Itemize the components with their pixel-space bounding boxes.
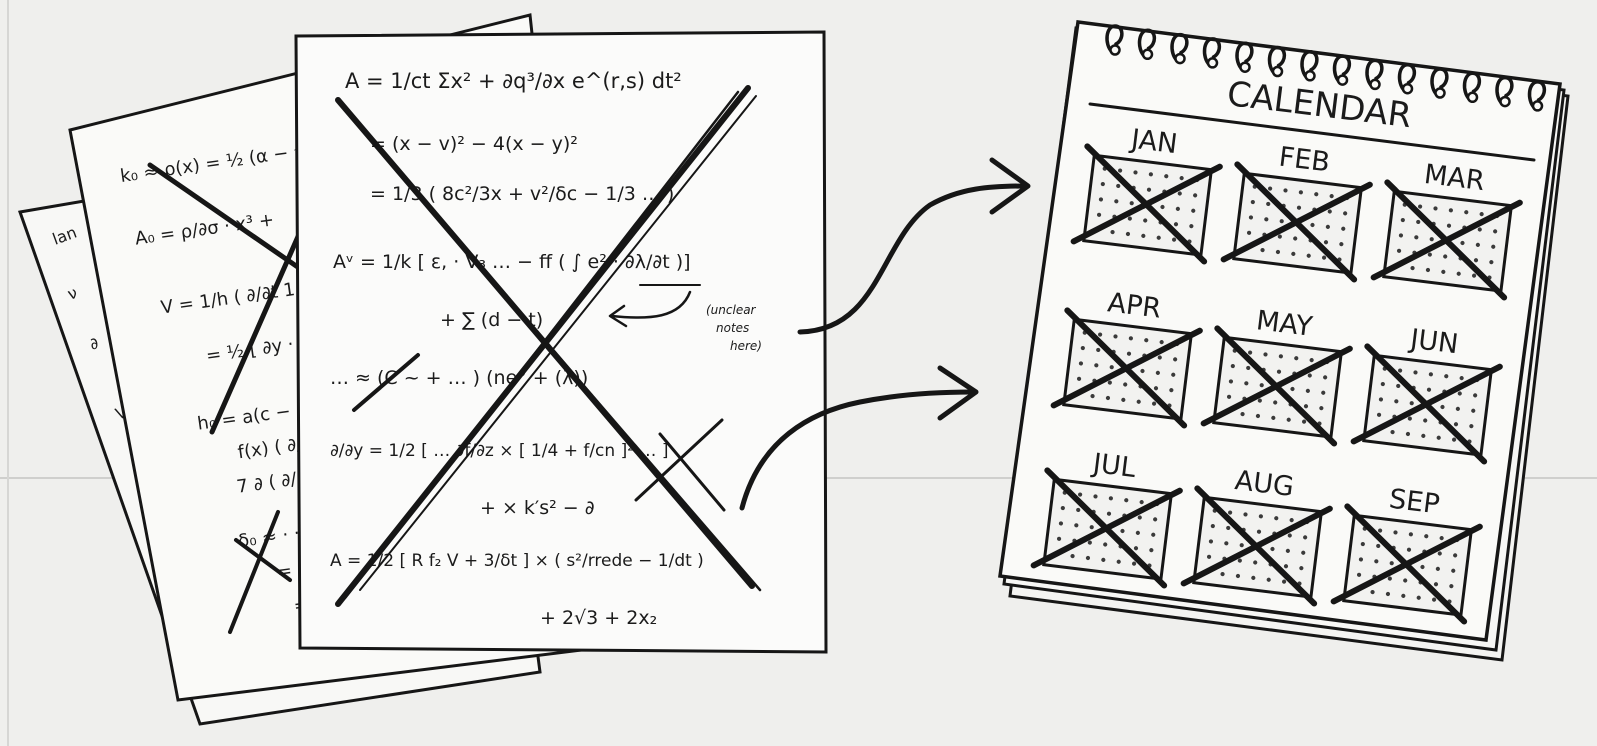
spiral-ring [1495, 75, 1514, 108]
annotation-pointer-arrow [610, 290, 692, 319]
month-cell-apr: APR [1050, 287, 1203, 429]
spiral-ring [1202, 37, 1222, 69]
calendar-month-grid: JAN FEB MAR APR MAY JUN JUL AUG SEP [1030, 124, 1523, 625]
spiral-ring [1462, 71, 1482, 104]
spiral-ring [1332, 54, 1352, 86]
equation-line-3: = 1/3 ( 8c²/3x + v²/δc − 1/3 … ) [370, 183, 674, 205]
spiral-ring [1137, 28, 1157, 61]
month-label: APR [1106, 287, 1163, 324]
spiral-ring [1397, 62, 1417, 95]
spiral-ring [1365, 58, 1384, 91]
month-cell-jan: JAN [1070, 124, 1223, 265]
arrow-upper [797, 157, 1031, 335]
month-label: MAR [1422, 159, 1486, 197]
paper-stack: lan ν ∂ V k₀ ≈ ρ(x) = ½ (α − √ A₀ = ρ/∂σ… [17, 13, 828, 726]
month-cross-mark [1220, 181, 1373, 263]
equation-line-7: ∂/∂y = 1/2 [ … ∂f/∂z × [ 1/4 + f/cn ]² …… [330, 441, 668, 461]
transition-arrows [739, 157, 1031, 511]
equation-line-6: … ≈ (C ~ + … ) (ne° + (λ)) [330, 367, 588, 389]
month-cross-mark [1180, 505, 1333, 587]
month-cell-sep: SEP [1330, 484, 1483, 625]
svg-text:(unclear: (unclear [706, 303, 757, 317]
equation-line-2: = (x − v)² − 4(x − y)² [370, 133, 578, 155]
month-cross-mark [1030, 487, 1183, 569]
svg-text:notes: notes [716, 321, 749, 335]
paper-big-cross [335, 85, 762, 607]
spiral-ring [1300, 50, 1319, 82]
equation-line-8: + × k′s² − ∂ [480, 497, 595, 519]
svg-text:here): here) [730, 339, 762, 353]
spiral-ring [1527, 80, 1547, 112]
month-label: MAY [1255, 305, 1315, 343]
month-cell-feb: FEB [1220, 142, 1373, 283]
equation-line-1: A = 1/ct Σx² + ∂q³/∂x e^(r,s) dt² [345, 69, 682, 93]
month-cross-mark [1350, 363, 1503, 445]
month-cross-mark [1370, 199, 1523, 281]
calendar-spiral-binding [1105, 24, 1547, 112]
month-label: JAN [1128, 124, 1180, 161]
month-cell-may: MAY [1200, 305, 1353, 447]
month-label: JUL [1089, 448, 1137, 484]
month-cell-jul: JUL [1030, 448, 1183, 589]
month-cell-mar: MAR [1370, 159, 1523, 301]
month-cell-jun: JUN [1350, 323, 1503, 465]
month-label: FEB [1277, 142, 1332, 179]
margin-annotation: (unclear notes here) [706, 303, 762, 353]
spiral-ring [1105, 24, 1124, 56]
arrow-lower [739, 365, 979, 511]
paper-sheet-front: A = 1/ct Σx² + ∂q³/∂x e^(r,s) dt² = (x −… [294, 30, 828, 654]
equation-line-4: Aᵛ = 1/k [ ε, · V₃ … − ff ( ∫ e² · ∂λ/∂t… [333, 251, 691, 273]
equation-line-10: + 2√3 + 2x₂ [540, 607, 657, 629]
spiral-ring [1235, 41, 1254, 73]
month-cross-mark [1070, 163, 1223, 245]
month-cross-mark [1200, 345, 1353, 427]
month-label: JUN [1407, 323, 1460, 360]
month-cross-mark [1330, 523, 1483, 605]
month-cross-mark [1050, 327, 1203, 409]
month-cell-aug: AUG [1180, 465, 1333, 607]
spiral-ring [1430, 67, 1449, 99]
month-label: SEP [1387, 484, 1441, 521]
spiral-ring [1170, 32, 1189, 65]
equation-line-9: A = 1/2 [ R f₂ V + 3/δt ] × ( s²/rrede −… [330, 551, 704, 571]
month-label: AUG [1233, 465, 1295, 503]
spiral-ring [1267, 45, 1287, 78]
